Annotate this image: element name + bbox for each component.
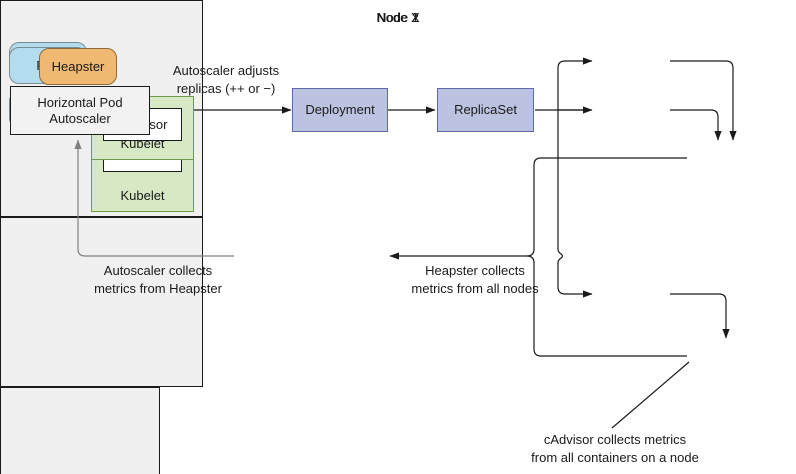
wire-cadvisor1-to-heapster <box>389 157 687 260</box>
node-1-kubelet-label: Kubelet <box>120 188 165 203</box>
replicaset-label: ReplicaSet <box>454 102 517 118</box>
caption-heapster-collects: Heapster collects metrics from all nodes <box>411 263 539 296</box>
caption-autoscaler-adjusts: Autoscaler adjusts replicas (++ or −) <box>172 63 280 96</box>
deployment-label: Deployment <box>305 102 375 118</box>
heapster-box: Heapster <box>39 48 117 85</box>
replicaset-box: ReplicaSet <box>437 88 534 132</box>
node-x-title: Node X <box>376 10 420 25</box>
heapster-label: Heapster <box>51 59 105 74</box>
wire-pod3-to-cadvisor2 <box>670 293 730 339</box>
node-1-title: Node 1 <box>377 10 419 25</box>
caption-cadvisor-collects: cAdvisor collects metrics from all conta… <box>531 432 699 465</box>
hpa-label-line-1: Horizontal Pod <box>37 95 123 111</box>
caption-autoscaler-collects: Autoscaler collects metrics from Heapste… <box>94 263 222 296</box>
wire-pod1-to-cadvisor1 <box>670 60 737 141</box>
node-x-container: Node X Heapster <box>0 10 420 474</box>
wire-cadvisor2-to-heapster <box>526 255 687 357</box>
horizontal-pod-autoscaler-box: Horizontal Pod Autoscaler <box>10 86 150 135</box>
leader-line-cadvisor-caption <box>611 361 690 429</box>
node-2-title: Node 2 <box>377 10 419 25</box>
hpa-label-line-2: Autoscaler <box>49 110 111 126</box>
node-2-container: Node 2 Kubelet cAdvisor Pod <box>0 10 419 387</box>
wire-replicaset-to-pod1 <box>557 57 593 110</box>
deployment-box: Deployment <box>292 88 388 132</box>
wire-replicaset-to-pod3 <box>557 110 593 298</box>
wire-pod2-to-cadvisor1 <box>670 109 722 141</box>
